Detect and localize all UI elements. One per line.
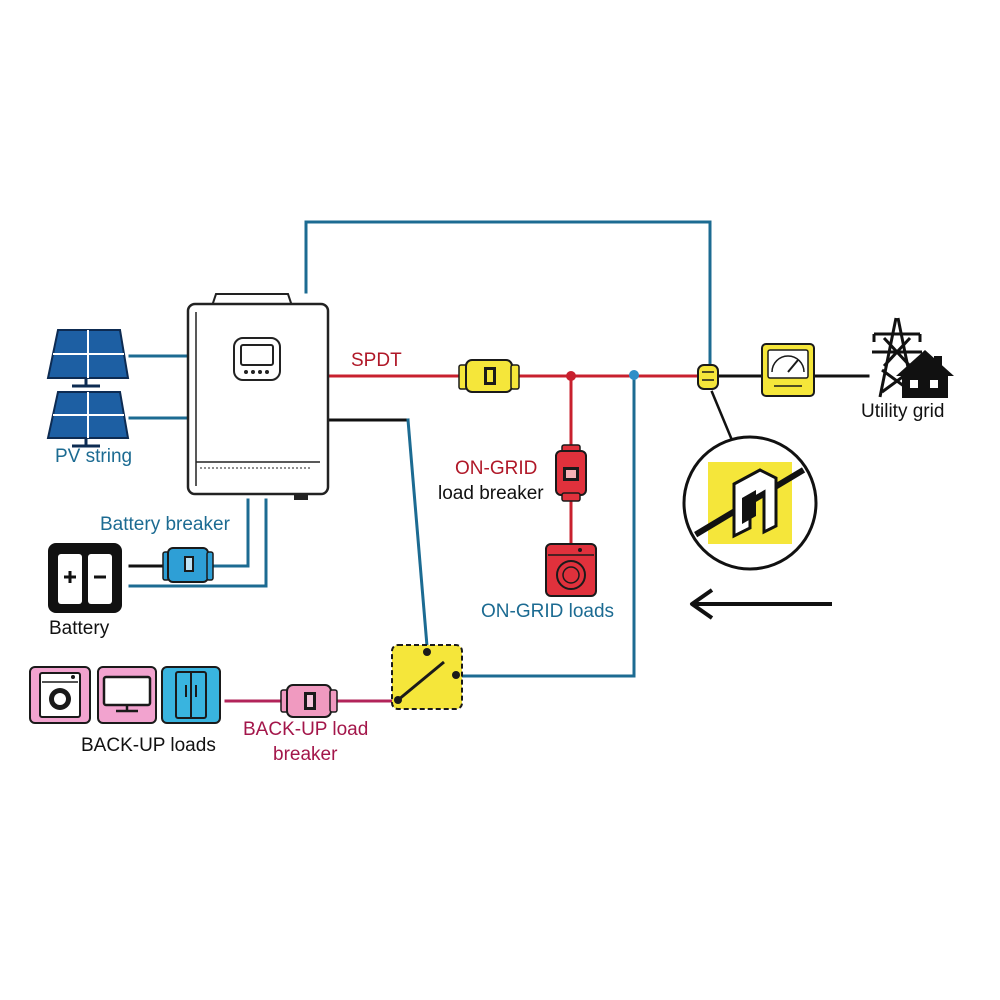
switch-icon bbox=[391, 644, 463, 710]
refrigerator-icon bbox=[161, 666, 221, 724]
backup-breaker-label-line1: BACK-UP load bbox=[243, 719, 369, 740]
battery-wire-2 bbox=[128, 498, 268, 588]
backup-breaker-label-line2: breaker bbox=[273, 744, 338, 765]
battery-label: Battery bbox=[49, 618, 110, 639]
spdt-label: SPDT bbox=[351, 350, 402, 371]
wires bbox=[128, 220, 870, 703]
breaker-icon bbox=[458, 359, 520, 393]
battery-icon bbox=[48, 543, 122, 613]
backup-loads-label: BACK-UP loads bbox=[81, 735, 216, 756]
house-icon bbox=[896, 350, 954, 398]
ct-clamp-icon bbox=[697, 364, 719, 390]
backup-output-wire-blue bbox=[406, 418, 429, 648]
pv-string-label: PV string bbox=[55, 446, 133, 467]
blue-junction bbox=[629, 370, 639, 380]
ct-leader bbox=[710, 390, 736, 447]
ct-clamp-icon bbox=[682, 435, 818, 571]
on-grid-loads-label: ON-GRID loads bbox=[481, 601, 615, 622]
breaker-icon bbox=[162, 547, 214, 583]
battery-wire-1 bbox=[210, 498, 250, 568]
red-junction bbox=[566, 371, 576, 381]
on-grid-return-wire bbox=[458, 374, 636, 678]
battery-breaker-label: Battery breaker bbox=[100, 514, 230, 535]
tv-icon bbox=[97, 666, 157, 724]
inverter-icon bbox=[186, 293, 330, 500]
washing-machine-icon bbox=[29, 666, 91, 724]
meter-icon bbox=[761, 343, 815, 397]
solar-panel-icon bbox=[46, 329, 130, 388]
solar-panel-icon bbox=[46, 391, 130, 448]
arrow-left-icon bbox=[690, 588, 832, 620]
washing-machine-icon bbox=[545, 543, 597, 597]
grid-feedback-wire bbox=[304, 220, 712, 372]
utility-grid-label: Utility grid bbox=[861, 401, 945, 422]
breaker-icon bbox=[280, 684, 338, 718]
on-grid-breaker-label-line2: load breaker bbox=[438, 483, 544, 504]
on-grid-breaker-label-line1: ON-GRID bbox=[455, 458, 538, 479]
breaker-icon bbox=[555, 444, 587, 502]
